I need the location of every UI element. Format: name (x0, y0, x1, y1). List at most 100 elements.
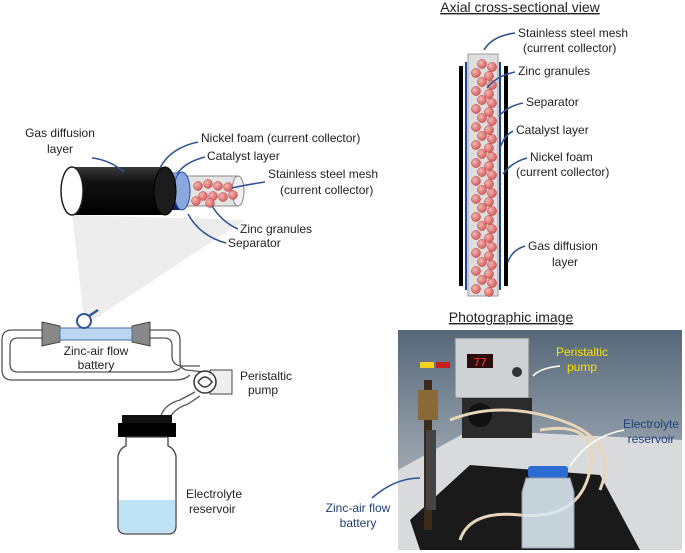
zinc-granule (477, 185, 487, 195)
zinc-granule (484, 215, 494, 225)
photo-heading: Photographic image (449, 309, 574, 325)
zinc-granule (477, 257, 487, 267)
zinc-granule (218, 192, 228, 202)
zinc-granule (477, 203, 487, 213)
zinc-granule (471, 284, 481, 294)
zinc-granule (484, 125, 494, 135)
zinc-granule (484, 143, 494, 153)
zinc-granule (477, 131, 487, 141)
zinc-granule (471, 266, 481, 276)
zinc-granule (477, 95, 487, 105)
schematic-label-pump-line1: Peristaltic (240, 369, 292, 383)
pump-display (467, 354, 493, 368)
photo-label-battery-line2: battery (340, 516, 377, 530)
zinc-granule (487, 152, 497, 162)
zinc-granule (477, 59, 487, 69)
zinc-granule (477, 113, 487, 123)
axial-label-separator: Separator (526, 95, 579, 109)
zinc-granules-3d (191, 179, 238, 208)
zinc-granule (487, 170, 497, 180)
bottle-cap (118, 423, 176, 437)
pump-head-rotor (468, 403, 492, 427)
zinc-granule (193, 181, 203, 191)
zinc-granule (205, 198, 215, 208)
gas-diffusion-cylinder (72, 167, 165, 215)
zinc-granule (213, 181, 223, 191)
photo-label-pump-line2: pump (567, 360, 597, 374)
zinc-granule (471, 68, 481, 78)
photo-battery (426, 430, 436, 510)
zinc-granule (487, 242, 497, 252)
zinc-granule (471, 248, 481, 258)
zinc-granule (484, 269, 494, 279)
axial-label-gas-line2: layer (552, 255, 578, 269)
photo-bottle (521, 477, 575, 549)
label-nickel-foam: Nickel foam (current collector) (201, 131, 360, 145)
axial-view: Axial cross-sectional view Stainless ste… (440, 0, 628, 297)
cylinder-back-end (60, 166, 84, 216)
electrolyte-liquid (119, 500, 175, 533)
zinc-granule (484, 233, 494, 243)
photo-arrow-pump (532, 365, 561, 377)
schematic-label-pump-line2: pump (248, 383, 278, 397)
photo-label-reservoir-line2: reservoir (628, 432, 675, 446)
label-mesh-line1: Stainless steel mesh (268, 167, 378, 181)
nickel-left (465, 62, 467, 290)
zinc-granule (477, 221, 487, 231)
zinc-granule (477, 275, 487, 285)
gas-diffusion-left (459, 66, 463, 286)
zinc-granule (484, 161, 494, 171)
yellow-clip (420, 362, 434, 368)
zinc-granule (487, 134, 497, 144)
cylinder-front-end (153, 166, 177, 216)
axial-arrow-zinc (486, 71, 516, 89)
zinc-granule (487, 188, 497, 198)
tube-right-inner (142, 337, 200, 367)
zinc-granule (223, 182, 233, 192)
zinc-granule (487, 224, 497, 234)
pump-knob (512, 367, 522, 377)
bottle-cap-top (122, 415, 172, 423)
arrow-separator (187, 213, 227, 244)
zinc-granule (471, 140, 481, 150)
arrow-catalyst (176, 156, 206, 175)
zinc-granule (484, 107, 494, 117)
photo-tubing-2 (449, 408, 607, 491)
schematic-label-reservoir-line1: Electrolyte (186, 487, 242, 501)
axial-arrow-mesh (483, 32, 516, 51)
battery-tube (59, 327, 133, 341)
zinc-granule (471, 176, 481, 186)
axial-label-mesh-line2: (current collector) (523, 41, 616, 55)
label-zinc-granules: Zinc granules (240, 222, 312, 236)
zinc-granule (228, 190, 238, 200)
pump-rotor-detail (197, 376, 213, 388)
axial-arrow-gas (507, 245, 526, 263)
axial-label-nickel-line1: Nickel foam (530, 150, 593, 164)
schematic-label-battery-line2: battery (78, 358, 115, 372)
axial-label-zinc: Zinc granules (518, 64, 590, 78)
schematic-label-battery-line1: Zinc-air flow (64, 344, 129, 358)
zinc-granule (484, 197, 494, 207)
zinc-granule (198, 191, 208, 201)
zinc-granule (484, 287, 494, 297)
zinc-granule (191, 196, 201, 206)
zinc-granule (203, 179, 213, 189)
photo-bottle-cap (528, 466, 568, 478)
photo-panel: Photographic image 77 Peristaltic pump E… (326, 309, 682, 550)
nickel-right (499, 62, 501, 290)
zinc-granule (471, 230, 481, 240)
axial-arrow-catalyst (500, 130, 514, 147)
zinc-granule (471, 194, 481, 204)
photo-label-reservoir-line1: Electrolyte (623, 417, 679, 431)
zinc-granule (477, 77, 487, 87)
arrow-nickel-foam (159, 141, 199, 169)
zinc-granule (487, 260, 497, 270)
label-catalyst-layer: Catalyst layer (207, 149, 280, 163)
gas-diffusion-right (504, 66, 508, 286)
photo-arrow-reservoir (569, 429, 625, 467)
zinc-granule (477, 149, 487, 159)
zinc-granule (477, 167, 487, 177)
battery-3d-view: Gas diffusion layer Nickel foam (current… (25, 126, 378, 318)
photo-label-pump-line1: Peristaltic (556, 345, 608, 359)
zinc-granule (487, 206, 497, 216)
